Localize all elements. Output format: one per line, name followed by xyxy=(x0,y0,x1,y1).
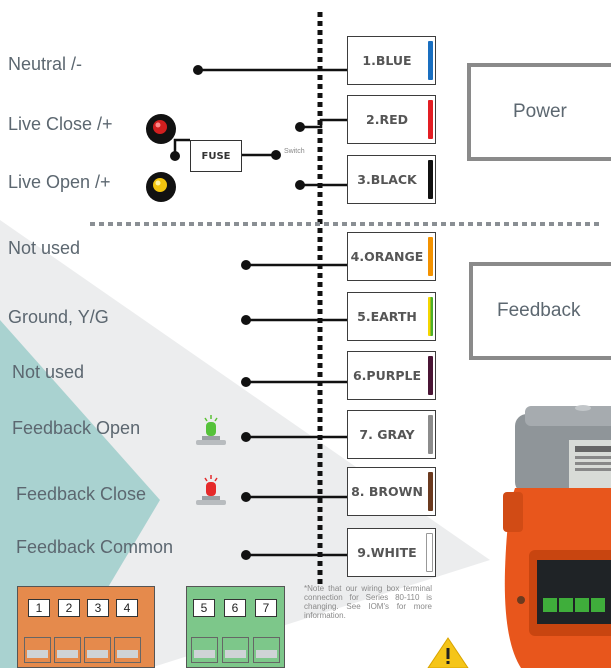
wire-color-swatch xyxy=(428,415,433,454)
connector-pin-4: 4 xyxy=(116,599,138,617)
connector-slot xyxy=(54,637,81,663)
connector-pin-6: 6 xyxy=(224,599,246,617)
wire-color-swatch xyxy=(428,160,433,199)
terminal-8-brown: 8. BROWN xyxy=(347,467,436,516)
terminal-label: 6.PURPLE xyxy=(352,368,422,383)
label-live-close: Live Close /+ xyxy=(8,114,113,134)
connector-green: 5 6 7 xyxy=(186,586,285,668)
terminal-label: 1.BLUE xyxy=(362,53,412,68)
terminal-7-gray: 7. GRAY xyxy=(347,410,436,459)
red-indicator-icon xyxy=(146,114,176,144)
terminal-4-orange: 4.ORANGE xyxy=(347,232,436,281)
terminal-label: 3.BLACK xyxy=(357,172,417,187)
feedback-label: Feedback xyxy=(497,300,581,321)
connector-pin-7: 7 xyxy=(255,599,277,617)
wire-color-swatch xyxy=(428,100,433,139)
label-feedback-common: Feedback Common xyxy=(16,537,174,557)
connector-slot xyxy=(222,637,249,663)
label-live-open: Live Open /+ xyxy=(8,172,111,192)
label-neutral: Neutral /- xyxy=(8,54,83,74)
connector-slot xyxy=(191,637,218,663)
wire-color-swatch xyxy=(428,297,433,336)
terminal-3-black: 3.BLACK xyxy=(347,155,436,204)
red-beacon-icon xyxy=(196,475,226,505)
fuse-box: FUSE xyxy=(190,140,242,172)
terminal-label: 4.ORANGE xyxy=(350,249,424,264)
power-label: Power xyxy=(513,101,567,122)
wire-color-swatch xyxy=(428,472,433,511)
wire-color-swatch xyxy=(428,237,433,276)
terminal-6-purple: 6.PURPLE xyxy=(347,351,436,400)
terminal-2-red: 2.RED xyxy=(347,95,436,144)
connector-pin-2: 2 xyxy=(58,599,80,617)
terminal-label: 2.RED xyxy=(366,112,408,127)
connector-slot xyxy=(84,637,111,663)
switch-label: Switch xyxy=(284,148,305,155)
terminal-label: 5.EARTH xyxy=(357,309,417,324)
warning-icon xyxy=(427,637,469,668)
terminal-5-earth: 5.EARTH xyxy=(347,292,436,341)
feedback-section-box: Feedback xyxy=(469,262,611,360)
label-feedback-close: Feedback Close xyxy=(16,484,147,504)
wire-color-swatch xyxy=(428,356,433,395)
label-ground: Ground, Y/G xyxy=(8,307,109,327)
connector-orange: 1 2 3 4 xyxy=(17,586,155,668)
terminal-1-blue: 1.BLUE xyxy=(347,36,436,85)
green-beacon-icon xyxy=(196,415,226,445)
series-note: *Note that our wiring box terminal conne… xyxy=(304,584,432,620)
yellow-indicator-icon xyxy=(146,172,176,202)
label-feedback-open: Feedback Open xyxy=(12,418,141,438)
terminal-label: 7. GRAY xyxy=(359,427,415,442)
terminal-label: 8. BROWN xyxy=(351,484,423,499)
power-section-box: Power xyxy=(467,63,611,161)
connector-pin-1: 1 xyxy=(28,599,50,617)
label-not-used-1: Not used xyxy=(8,238,81,258)
connector-slot xyxy=(253,637,280,663)
terminal-label: 9.WHITE xyxy=(357,545,417,560)
connector-pin-3: 3 xyxy=(87,599,109,617)
wire-color-swatch xyxy=(426,533,433,572)
connector-slot xyxy=(24,637,51,663)
label-not-used-2: Not used xyxy=(12,362,85,382)
actuator-image xyxy=(503,405,611,668)
connector-slot xyxy=(114,637,141,663)
wire-color-swatch xyxy=(428,41,433,80)
connector-pin-5: 5 xyxy=(193,599,215,617)
terminal-9-white: 9.WHITE xyxy=(347,528,436,577)
